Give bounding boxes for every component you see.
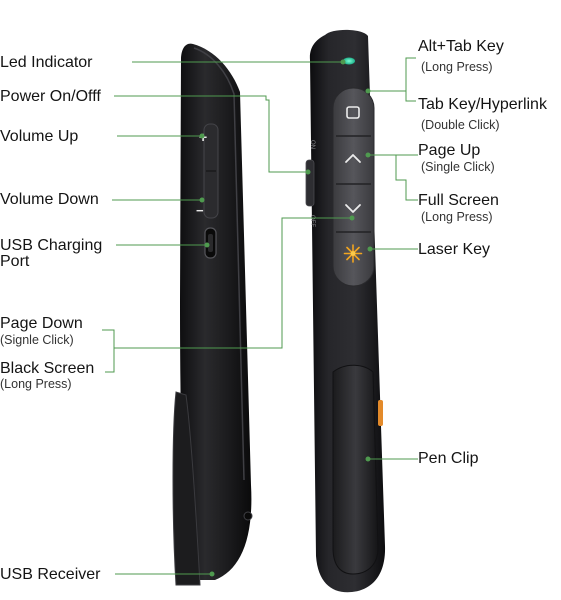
leader-full-screen bbox=[395, 155, 418, 201]
label-page-up: Page Up bbox=[418, 142, 481, 159]
leader-page-down-b bbox=[114, 217, 352, 349]
note-tab-key: (Double Click) bbox=[421, 118, 500, 132]
leader-tab-key bbox=[405, 91, 416, 102]
side-edge-highlight bbox=[193, 47, 245, 481]
note-page-up: (Single Click) bbox=[421, 160, 495, 174]
square-icon bbox=[346, 106, 360, 119]
laser-star-icon bbox=[343, 244, 363, 263]
label-volume-up: Volume Up bbox=[0, 128, 79, 145]
label-pen-clip: Pen Clip bbox=[418, 450, 479, 467]
chevron-up-icon bbox=[345, 154, 361, 163]
label-usb-charging-port: Port bbox=[0, 253, 30, 270]
label-black-screen: Black Screen bbox=[0, 360, 95, 377]
note-page-down: (Signle Click) bbox=[0, 333, 74, 347]
device-side-view: + − bbox=[172, 43, 253, 586]
svg-text:ON: ON bbox=[309, 140, 315, 149]
side-body bbox=[180, 43, 252, 581]
svg-text:OFF: OFF bbox=[309, 215, 315, 227]
label-power: Power On/Offf bbox=[0, 88, 101, 105]
note-black-screen: (Long Press) bbox=[0, 377, 72, 391]
label-page-down: Page Down bbox=[0, 315, 83, 332]
note-alt-tab: (Long Press) bbox=[421, 60, 493, 74]
label-laser-key: Laser Key bbox=[418, 241, 491, 258]
leader-page-down bbox=[102, 329, 115, 373]
clip-accent bbox=[378, 400, 383, 426]
label-full-screen: Full Screen bbox=[418, 192, 499, 209]
led-indicator bbox=[343, 57, 355, 65]
button-panel bbox=[332, 87, 375, 287]
leader-power bbox=[114, 95, 308, 173]
label-volume-down: Volume Down bbox=[0, 191, 99, 208]
chevron-down-icon bbox=[345, 204, 361, 213]
leader-dots bbox=[199, 59, 373, 577]
leader-alt-tab bbox=[368, 57, 416, 92]
volume-minus-mark: − bbox=[196, 203, 204, 218]
label-usb-charging: USB Charging bbox=[0, 237, 103, 254]
label-usb-receiver: USB Receiver bbox=[0, 566, 101, 583]
label-led-indicator: Led Indicator bbox=[0, 54, 93, 71]
label-tab-key: Tab Key/Hyperlink bbox=[418, 96, 547, 113]
device-front-view: ON OFF bbox=[305, 29, 386, 593]
note-full-screen: (Long Press) bbox=[421, 210, 493, 224]
usb-receiver-shape bbox=[172, 391, 201, 586]
pen-clip bbox=[332, 364, 379, 575]
lanyard-hole bbox=[243, 511, 253, 521]
label-alt-tab: Alt+Tab Key bbox=[418, 38, 504, 55]
